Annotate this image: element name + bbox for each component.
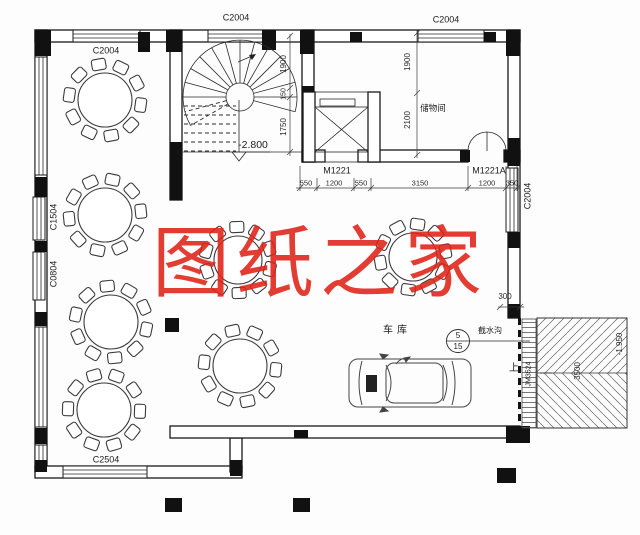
- stair-dim-1750: 1750: [279, 118, 288, 136]
- window-c2004-top-right: [417, 29, 485, 43]
- ramp-elevation: -1.950: [615, 332, 624, 356]
- section-sheet: 15: [453, 342, 463, 351]
- window-label-c2504: C2504: [92, 454, 120, 465]
- section-marker: [446, 329, 530, 353]
- room-label-storage: 储物间: [420, 102, 446, 113]
- window-c0804: [32, 251, 46, 301]
- garage-opening: [518, 318, 537, 429]
- up-label: 上: [509, 363, 519, 374]
- dining-tables-layer: [61, 57, 453, 452]
- window-c2504: [62, 465, 148, 479]
- bottom-dim-3150: 3150: [411, 178, 429, 188]
- window-label-c1504: C1504: [48, 203, 59, 231]
- ramp-dim-3500: 3500: [573, 362, 582, 380]
- section-number: 5: [455, 331, 461, 340]
- ramp: [536, 317, 628, 429]
- door-label-jm3524: JM3524: [525, 361, 533, 387]
- stair-dim-150: 150: [280, 88, 288, 100]
- storage-dim-1900: 1900: [403, 53, 412, 71]
- bottom-dim-1200b: 1200: [478, 178, 496, 188]
- windows-layer: [32, 29, 519, 479]
- window-label-top-w3: C2004: [432, 14, 460, 25]
- elevator: [302, 91, 381, 163]
- window-left-tall: [34, 56, 48, 176]
- window-left-lower: [34, 326, 48, 428]
- window-c1504: [32, 196, 46, 241]
- stair-dim-1900: 1900: [279, 55, 288, 73]
- window-label-right: C2004: [522, 182, 533, 210]
- door-label-m1221: M1221: [323, 165, 351, 176]
- dimension-lines: [286, 29, 524, 311]
- drain-grate: [521, 318, 537, 429]
- bottom-dim-1200a: 1200: [325, 178, 343, 188]
- watermark-text: 图纸之家: [151, 219, 489, 309]
- window-c2004-top-left: [72, 29, 141, 43]
- bottom-dim-550a: 550: [299, 178, 313, 188]
- door-m1221a: [467, 131, 507, 152]
- window-label-top-w1: C2004: [92, 45, 120, 56]
- car-icon: [348, 353, 472, 413]
- window-label-top-w2: C2004: [222, 12, 250, 23]
- elevation-label: -2.800: [238, 138, 268, 151]
- bottom-dim-550b: 550: [354, 178, 368, 188]
- window-label-c0804: C0804: [48, 260, 59, 288]
- offset-dim-300: 300: [498, 292, 512, 301]
- room-label-garage: 车库: [383, 325, 411, 336]
- spiral-stair: [182, 39, 302, 153]
- door-label-m1221a: M1221A: [472, 165, 506, 176]
- bottom-dim-350: 350: [505, 178, 519, 188]
- storage-dim-2100: 2100: [403, 111, 412, 129]
- drain-label: 截水沟: [478, 326, 502, 335]
- elevation-marker: [231, 151, 270, 162]
